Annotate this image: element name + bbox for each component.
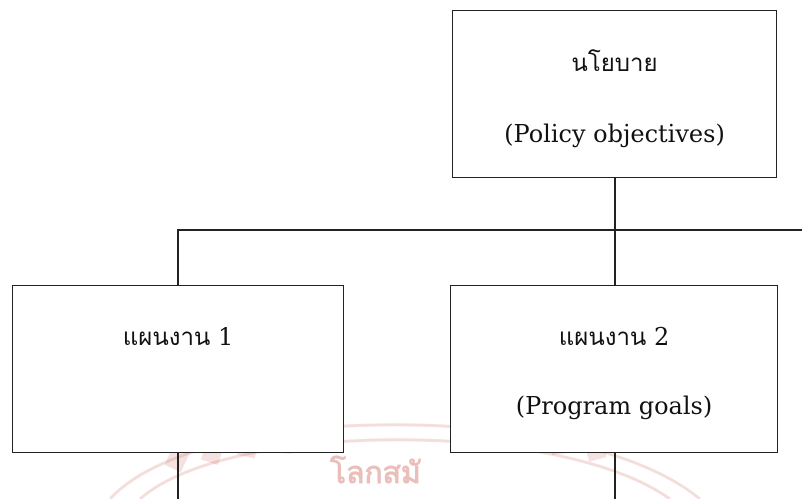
- plan-1-title: แผนงาน 1: [122, 323, 234, 351]
- connector-plan1-up: [177, 229, 179, 285]
- plan-2-title: แผนงาน 2: [558, 323, 670, 351]
- plan-2-box: แผนงาน 2 (Program goals): [450, 285, 778, 453]
- connector-plan2-down: [614, 452, 616, 499]
- connector-policy-down: [614, 178, 616, 231]
- policy-title: นโยบาย: [571, 49, 658, 77]
- connector-plan1-down: [177, 452, 179, 499]
- connector-plan2-up: [614, 229, 616, 285]
- plan-1-box: แผนงาน 1: [12, 285, 344, 453]
- policy-box: นโยบาย (Policy objectives): [452, 10, 777, 178]
- plan-2-subtitle: (Program goals): [515, 392, 713, 420]
- watermark-text: โลกสมั: [329, 454, 422, 491]
- connector-horizontal: [177, 229, 802, 231]
- policy-subtitle: (Policy objectives): [504, 120, 725, 148]
